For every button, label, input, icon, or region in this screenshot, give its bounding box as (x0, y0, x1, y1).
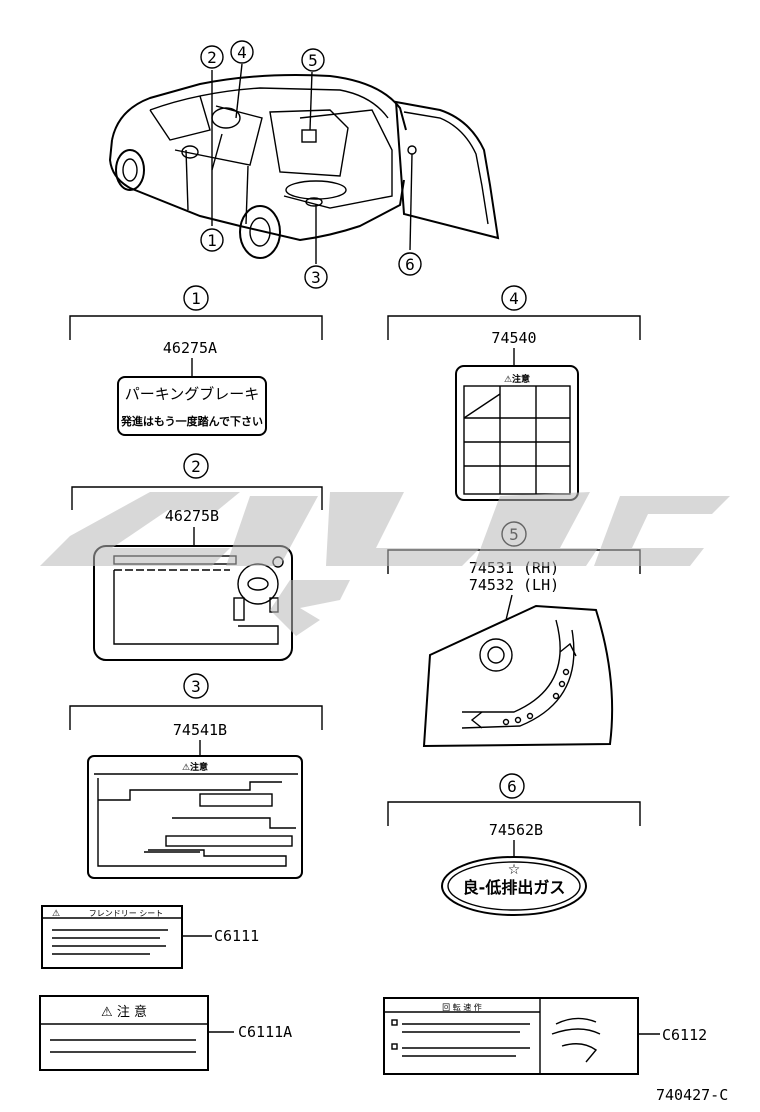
callout-4-top: 4 (230, 40, 254, 64)
diagram-id: 740427-C (656, 1086, 728, 1104)
svg-text:4: 4 (237, 43, 247, 62)
part-number-46275A: 46275A (163, 339, 217, 357)
label-c6111: フレンドリー シート ⚠ C6111 (41, 905, 259, 969)
svg-text:1: 1 (191, 289, 201, 308)
vehicle-illustration (108, 63, 500, 264)
svg-text:5: 5 (308, 51, 318, 70)
callout-5-top: 5 (301, 48, 325, 72)
svg-text:1: 1 (207, 231, 217, 250)
svg-text:6: 6 (507, 777, 517, 796)
svg-text:2: 2 (207, 48, 217, 67)
label-header: フレンドリー シート (89, 909, 164, 918)
callout-1-top: 1 (200, 228, 224, 252)
part-number-74562B: 74562B (489, 821, 543, 839)
part-number-74540: 74540 (491, 329, 536, 347)
callout-2-top: 2 (200, 45, 224, 69)
svg-text:3: 3 (191, 677, 201, 696)
label-text-line-1: パーキングブレーキ (125, 385, 260, 403)
part-number-74532-lh: 74532 (LH) (469, 576, 559, 594)
part-number-46275B: 46275B (165, 507, 219, 525)
section-1: 1 46275A パーキングブレーキ 発進はもう一度踏んで下さい (69, 285, 323, 436)
callout-3-top: 3 (304, 265, 328, 289)
part-number-74541B: 74541B (173, 721, 227, 739)
label-text: 良-低排出ガス (463, 878, 566, 897)
callout-6-top: 6 (398, 252, 422, 276)
section-4: 4 74540 ⚠注意 (387, 285, 641, 501)
svg-text:4: 4 (509, 289, 519, 308)
part-number-c6111: C6111 (214, 927, 259, 945)
svg-text:2: 2 (191, 457, 201, 476)
label-header: ⚠注意 (504, 373, 530, 385)
label-header: 回 転 速 作 (442, 1002, 482, 1012)
warning-icon: ⚠ (52, 909, 60, 919)
part-number-c6111a: C6111A (238, 1023, 292, 1041)
label-header: ⚠注意 (182, 761, 208, 773)
svg-text:6: 6 (405, 255, 415, 274)
svg-text:3: 3 (311, 268, 321, 287)
section-3: 3 74541B ⚠注意 (69, 673, 323, 879)
label-c6111a: ⚠ 注 意 C6111A (39, 995, 292, 1071)
watermark-logo (40, 492, 730, 636)
part-number-c6112: C6112 (662, 1026, 707, 1044)
section-6: 6 74562B ☆ 良-低排出ガス (387, 773, 641, 916)
label-header: ⚠ 注 意 (101, 1004, 147, 1020)
star-mark: ☆ (508, 862, 521, 878)
label-c6112: 回 転 速 作 C6112 (383, 997, 707, 1075)
label-text-line-2: 発進はもう一度踏んで下さい (120, 414, 263, 428)
